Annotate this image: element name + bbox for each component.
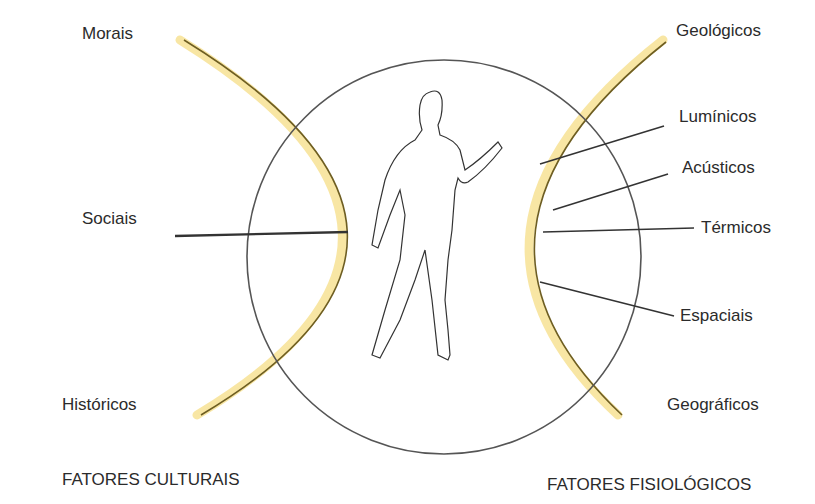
human-circle	[247, 60, 641, 454]
factor-label: Acústicos	[682, 158, 755, 178]
factor-label: Geológicos	[676, 21, 761, 41]
leader-line	[540, 126, 664, 164]
factor-label: Espaciais	[680, 306, 753, 326]
group-label: FATORES FISIOLÓGICOS	[547, 475, 751, 495]
leader-line	[540, 282, 674, 316]
group-label: FATORES CULTURAIS	[62, 470, 240, 490]
factor-label: Térmicos	[701, 218, 771, 238]
human-figure	[372, 91, 502, 360]
factor-label: Morais	[82, 24, 133, 44]
factor-label: Geográficos	[667, 395, 759, 415]
leader-lines	[175, 126, 694, 316]
factor-label: Históricos	[62, 395, 137, 415]
leader-line	[553, 174, 668, 210]
left-arc	[180, 40, 347, 415]
factor-label: Lumínicos	[679, 107, 756, 127]
leader-line	[175, 232, 348, 236]
factor-label: Sociais	[82, 209, 137, 229]
leader-line	[543, 228, 694, 232]
right-arc	[529, 40, 666, 415]
